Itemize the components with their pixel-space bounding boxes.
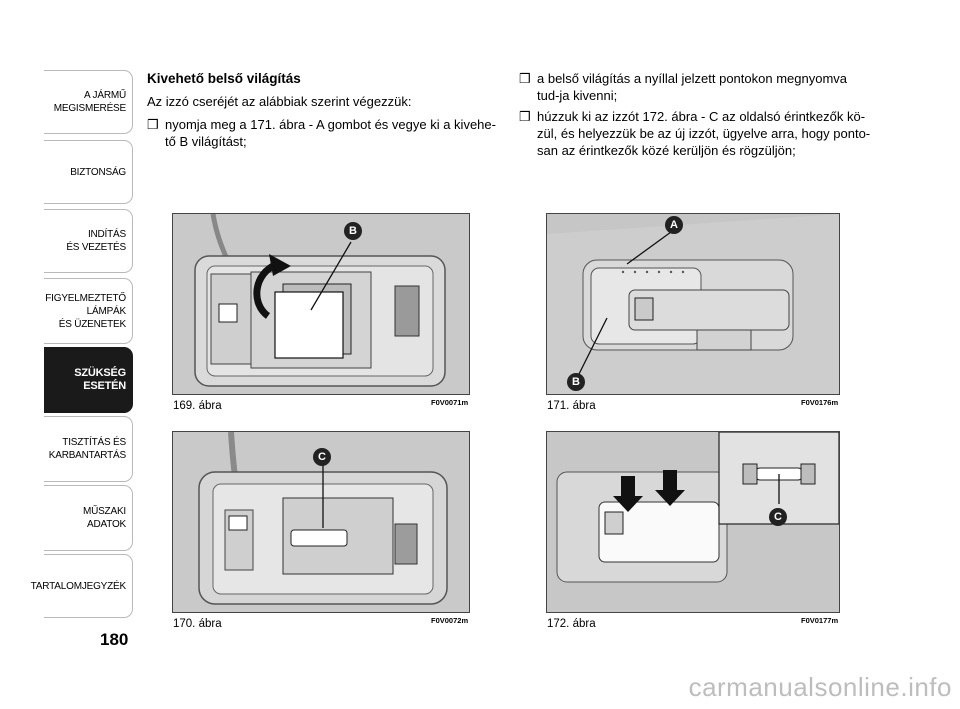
figure-code: F0V0176m — [801, 398, 839, 407]
tab-label: FIGYELMEZTETŐ LÁMPÁK ÉS ÜZENETEK — [45, 292, 126, 330]
figure-code: F0V0071m — [431, 398, 469, 407]
tab-label: TISZTÍTÁS ÉS KARBANTARTÁS — [48, 437, 126, 461]
tab-szukseg-eseten[interactable]: SZÜKSÉG ESETÉN — [44, 347, 133, 413]
figure-caption: 172. ábra — [547, 618, 596, 630]
right-text-column: ❒ a belső világítás a nyíllal jelzett po… — [519, 70, 871, 163]
figure-169 — [172, 213, 470, 395]
tab-label: TARTALOMJEGYZÉK — [30, 580, 127, 592]
callout-label-b: B — [344, 222, 362, 240]
intro-text: Az izzó cseréjét az alábbiak szerint vég… — [147, 94, 412, 109]
figure-code: F0V0177m — [801, 616, 839, 625]
callout-label-c: C — [769, 508, 787, 526]
callout-label-c: C — [313, 448, 331, 466]
list-item-text: nyomja meg a 171. ábra - A gombot és veg… — [165, 117, 496, 149]
figure-caption: 170. ábra — [173, 618, 222, 630]
figure-172 — [546, 431, 840, 613]
list-item-text: húzzuk ki az izzót 172. ábra - C az olda… — [537, 109, 871, 158]
tab-muszaki-adatok[interactable]: MŰSZAKI ADATOK — [44, 485, 133, 551]
figure-172-illustration — [547, 432, 839, 612]
bullet-square-icon: ❒ — [519, 109, 531, 124]
figure-caption: 171. ábra — [547, 400, 596, 412]
tab-inditas-es-vezetes[interactable]: INDÍTÁS ÉS VEZETÉS — [44, 209, 133, 273]
figure-171 — [546, 213, 840, 395]
bullet-square-icon: ❒ — [147, 117, 159, 132]
bullet-square-icon: ❒ — [519, 71, 531, 86]
list-item: ❒ a belső világítás a nyíllal jelzett po… — [519, 70, 871, 104]
tab-figyelmezteto-lampak[interactable]: FIGYELMEZTETŐ LÁMPÁK ÉS ÜZENETEK — [44, 278, 133, 344]
tab-tisztitas-es-karbantartas[interactable]: TISZTÍTÁS ÉS KARBANTARTÁS — [44, 416, 133, 482]
tab-a-jarmu-megismerese[interactable]: A JÁRMŰ MEGISMERÉSE — [44, 70, 133, 134]
figure-171-illustration — [547, 214, 839, 394]
figure-169-illustration — [173, 214, 469, 394]
callout-label-a: A — [665, 216, 683, 234]
tab-label: A JÁRMŰ MEGISMERÉSE — [53, 90, 126, 114]
tab-label: INDÍTÁS ÉS VEZETÉS — [66, 229, 126, 253]
tab-biztonsag[interactable]: BIZTONSÁG — [44, 140, 133, 204]
left-text-column: Kivehető belső világítás Az izzó cseréjé… — [147, 70, 497, 154]
tab-label: BIZTONSÁG — [70, 166, 126, 178]
tab-label: MŰSZAKI ADATOK — [82, 506, 126, 530]
list-item: ❒ nyomja meg a 171. ábra - A gombot és v… — [147, 116, 497, 150]
figure-code: F0V0072m — [431, 616, 469, 625]
list-item-text: a belső világítás a nyíllal jelzett pont… — [537, 71, 848, 103]
page-number: 180 — [100, 630, 129, 649]
figure-170 — [172, 431, 470, 613]
watermark: carmanualsonline.info — [688, 672, 952, 702]
section-heading: Kivehető belső világítás — [147, 71, 301, 86]
figure-caption: 169. ábra — [173, 400, 222, 412]
tab-label: SZÜKSÉG ESETÉN — [74, 367, 126, 392]
callout-label-b: B — [567, 373, 585, 391]
list-item: ❒ húzzuk ki az izzót 172. ábra - C az ol… — [519, 108, 871, 159]
tab-tartalomjegyzek[interactable]: TARTALOMJEGYZÉK — [31, 554, 133, 618]
figure-170-illustration — [173, 432, 469, 612]
